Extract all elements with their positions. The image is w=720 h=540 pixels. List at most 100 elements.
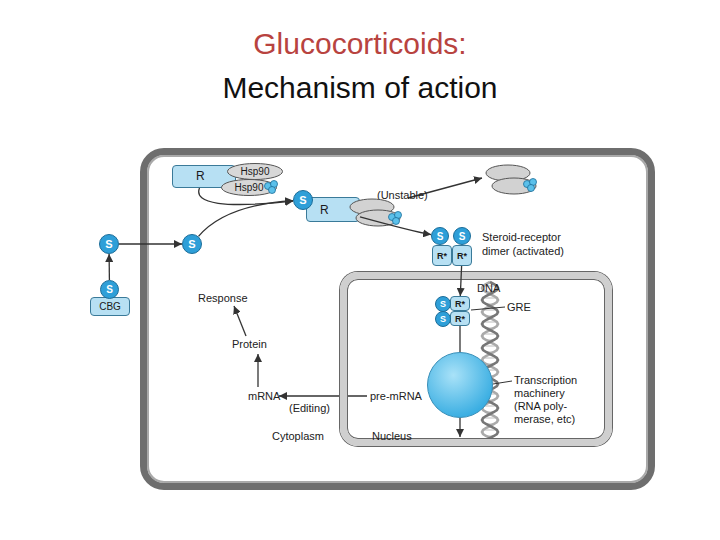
node-text: R* bbox=[455, 314, 465, 324]
steroid-circle: S bbox=[435, 296, 451, 312]
node-text-frame: S bbox=[100, 280, 119, 299]
shape-outline bbox=[100, 235, 119, 254]
cochaperone-blob bbox=[269, 187, 276, 194]
node-text-frame: CBG bbox=[91, 298, 129, 315]
shape-outline bbox=[428, 353, 493, 418]
shape-outline bbox=[222, 180, 277, 196]
node-text: R bbox=[196, 169, 210, 183]
cochaperone-blob bbox=[395, 212, 402, 219]
connector-arrow bbox=[108, 254, 110, 280]
connector-arrow bbox=[119, 243, 182, 244]
activated-receptor-box: R* bbox=[450, 296, 470, 311]
transcription-machinery-circle: Transcription machinery (RNA poly- meras… bbox=[427, 352, 493, 418]
node-text-frame: R* bbox=[451, 297, 469, 310]
shape-outline bbox=[436, 297, 451, 312]
node-text: S bbox=[440, 299, 446, 309]
node-text-frame: S bbox=[293, 190, 313, 210]
dna-rung bbox=[486, 352, 494, 353]
dna-rung bbox=[483, 310, 497, 311]
node-text: Transcription machinery (RNA poly- meras… bbox=[514, 374, 592, 426]
released-hsp90 bbox=[486, 165, 530, 181]
steroid-circle: S bbox=[453, 227, 471, 245]
node-text: S bbox=[459, 231, 466, 242]
node-text-frame: Hsp90 bbox=[221, 179, 277, 196]
connector-arrow bbox=[460, 266, 461, 296]
leader-line bbox=[493, 381, 512, 384]
dna-rung bbox=[483, 322, 497, 323]
shape-outline bbox=[228, 164, 283, 180]
dna-rung bbox=[486, 328, 494, 329]
cbg-box: CBG bbox=[90, 297, 130, 316]
node-text: R* bbox=[455, 299, 465, 309]
dna-rung bbox=[486, 304, 494, 305]
receptor-box: R bbox=[306, 197, 360, 222]
node-text: Hsp90 bbox=[235, 182, 264, 193]
dna-strand bbox=[482, 282, 498, 440]
dna-label: DNA bbox=[477, 282, 517, 295]
slide-title: Glucocorticoids: bbox=[0, 26, 720, 62]
step-label: pre-mRNA bbox=[370, 390, 430, 403]
transcription-arrow bbox=[459, 418, 460, 437]
node-text-frame: R* bbox=[453, 246, 471, 265]
shape-outline bbox=[294, 191, 313, 210]
connector-arrow bbox=[360, 217, 431, 235]
bound-hsp90 bbox=[356, 210, 400, 226]
steroid-circle: S bbox=[293, 190, 313, 210]
dna-rung bbox=[483, 358, 497, 359]
dna-rung bbox=[486, 340, 494, 341]
steroid-circle: S bbox=[431, 227, 449, 245]
shape-outline bbox=[432, 228, 449, 245]
node-text: S bbox=[440, 314, 446, 324]
dna-rung bbox=[486, 316, 494, 317]
step-label: mRNA bbox=[248, 390, 288, 403]
node-text: Hsp90 bbox=[241, 166, 270, 177]
cell-membrane: CytoplasmNucleusSR*SR*Transcription mach… bbox=[140, 148, 655, 490]
dna-rung bbox=[486, 424, 494, 425]
cochaperone-blob bbox=[528, 185, 535, 192]
step-label: Protein bbox=[232, 338, 292, 351]
connector-arrow bbox=[199, 188, 293, 205]
shape-outline bbox=[454, 228, 471, 245]
state-note: (Unstable) bbox=[377, 189, 447, 202]
shape-outline bbox=[101, 281, 119, 299]
released-hsp90 bbox=[492, 178, 536, 194]
shape-outline bbox=[436, 312, 451, 327]
response-arrow bbox=[234, 306, 246, 336]
node-text-frame: S bbox=[431, 227, 449, 245]
hsp90-ellipse: Hsp90 bbox=[221, 179, 277, 196]
node-text: R bbox=[320, 203, 334, 217]
activated-receptor-box: R* bbox=[432, 245, 452, 266]
node-text: R* bbox=[457, 251, 467, 261]
node-text-frame: R* bbox=[433, 246, 451, 265]
node-text: R* bbox=[437, 251, 447, 261]
dna-rung bbox=[483, 298, 497, 299]
step-label: Response bbox=[198, 292, 268, 305]
node-text-frame: R* bbox=[451, 312, 469, 325]
activated-receptor-box: R* bbox=[452, 245, 472, 266]
cochaperone-blob bbox=[524, 181, 531, 188]
steroid-circle: S bbox=[435, 311, 451, 327]
node-text-frame: S bbox=[435, 311, 451, 327]
dna-strand bbox=[482, 282, 498, 440]
complex-label: Steroid-receptor dimer (activated) bbox=[482, 230, 582, 258]
node-text: S bbox=[299, 194, 306, 206]
dna-helix bbox=[482, 282, 498, 440]
cochaperone-blob bbox=[393, 218, 400, 225]
cochaperone-blob bbox=[530, 179, 537, 186]
nuclear-envelope: Nucleus S R* S R* Transcription machinery (RN… bbox=[340, 272, 612, 446]
shape-outline bbox=[183, 235, 202, 254]
dna-rung bbox=[483, 334, 497, 335]
activated-receptor-box: R* bbox=[450, 311, 470, 326]
dna-rung bbox=[483, 346, 497, 347]
steroid-circle: S bbox=[99, 234, 119, 254]
node-text-frame: Hsp90 bbox=[227, 163, 283, 180]
bound-hsp90 bbox=[350, 199, 394, 215]
cochaperone-blob bbox=[389, 214, 396, 221]
steroid-circle: S bbox=[182, 234, 202, 254]
node-text-frame: S bbox=[182, 234, 202, 254]
node-text: Nucleus bbox=[372, 430, 452, 443]
node-text-frame: S bbox=[99, 234, 119, 254]
